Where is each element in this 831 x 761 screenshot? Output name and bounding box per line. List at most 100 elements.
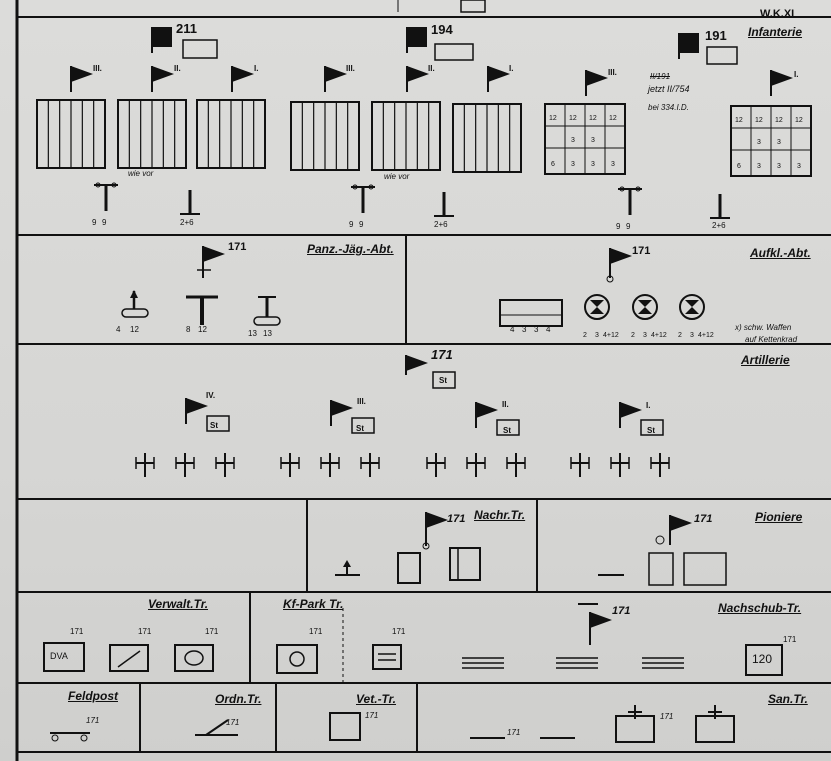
regiment-box xyxy=(183,40,217,58)
grid-digit: 3 xyxy=(777,139,781,146)
grid-digit: 12 xyxy=(775,117,783,124)
section-label-pioniere: Pioniere xyxy=(755,510,802,524)
battalion-label: I. xyxy=(254,64,258,73)
battalion-flag xyxy=(771,70,793,86)
wie-vor-label: wie vor xyxy=(128,169,153,178)
battalion-label: III. xyxy=(608,68,617,77)
motorcycle-icon-fill xyxy=(590,300,604,307)
aufkl-note-line1: x) schw. Waffen xyxy=(735,323,791,332)
division-number: 171 xyxy=(226,718,239,727)
moto-digit: 4+12 xyxy=(651,332,667,339)
moto-digit: 3 xyxy=(595,332,599,339)
kfpark-box xyxy=(373,645,401,669)
grid-digit: 12 xyxy=(755,117,763,124)
division-number: 171 xyxy=(431,347,453,362)
vehicle-digit: 3 xyxy=(522,325,527,334)
division-number: 171 xyxy=(86,716,99,725)
battalion-label: I. xyxy=(794,70,798,79)
verwalt-mark xyxy=(185,651,203,665)
artillery-battalion-label: I. xyxy=(646,401,650,410)
ordn-arm xyxy=(206,720,228,735)
regiment-flag-191 xyxy=(679,33,699,53)
division-number: 171 xyxy=(660,712,673,721)
wie-vor-label: wie vor xyxy=(384,172,409,181)
section-label-ordn: Ordn.Tr. xyxy=(215,692,261,706)
staff-label: St xyxy=(439,376,447,385)
grid-digit: 3 xyxy=(757,139,761,146)
motorcycle-icon-fill xyxy=(638,300,652,307)
nachr-flag xyxy=(426,512,448,528)
artillery-battalion-flag xyxy=(186,398,208,414)
panz-digit: 12 xyxy=(198,325,207,334)
division-number: 171 xyxy=(507,728,520,737)
gun-digit: 9 xyxy=(102,218,107,227)
battalion-flag xyxy=(407,66,429,82)
antitank-gun-chassis xyxy=(122,309,148,317)
grid-digit: 3 xyxy=(571,161,575,168)
aufkl-note-line2: auf Kettenkrad xyxy=(745,335,797,344)
battalion-label: III. xyxy=(93,64,102,73)
wheel-icon xyxy=(52,735,58,741)
division-number: 171 xyxy=(783,635,796,644)
panz-digit: 13 xyxy=(263,329,272,338)
vehicle-digit: 3 xyxy=(534,325,539,334)
moto-digit: 3 xyxy=(690,332,694,339)
pionier-box xyxy=(684,553,726,585)
regiment-flag-211 xyxy=(152,27,172,47)
motorcycle-icon-fill xyxy=(685,307,699,314)
grid-digit: 12 xyxy=(609,115,617,122)
nachschub-box-label: 120 xyxy=(752,652,772,666)
division-number: 171 xyxy=(138,627,151,636)
artillery-div-flag xyxy=(406,355,428,371)
note-division: bei 334.I.D. xyxy=(648,103,689,112)
battalion-label: II. xyxy=(428,64,435,73)
grid-digit: 3 xyxy=(757,163,761,170)
section-label-artillerie: Artillerie xyxy=(741,353,790,367)
grid-digit: 3 xyxy=(571,137,575,144)
panz-digit: 4 xyxy=(116,325,121,334)
division-number: 171 xyxy=(632,245,650,257)
grid-digit: 6 xyxy=(737,163,741,170)
artillery-battalion-flag xyxy=(620,402,642,418)
gun-digit: 9 xyxy=(92,218,97,227)
wk-label: W.K.XI xyxy=(760,8,794,20)
staff-label: St xyxy=(210,421,218,430)
artillery-battalion-flag xyxy=(331,400,353,416)
radio-arrow xyxy=(343,560,351,567)
grid-digit: 6 xyxy=(551,161,555,168)
section-label-nachschub: Nachschub-Tr. xyxy=(718,601,801,615)
grid-digit: 12 xyxy=(589,115,597,122)
battalion-label: I. xyxy=(509,64,513,73)
division-number: 171 xyxy=(228,241,246,253)
armored-car-box xyxy=(500,300,562,326)
section-label-panz: Panz.-Jäg.-Abt. xyxy=(307,242,394,256)
division-number: 171 xyxy=(612,605,630,617)
battalion-flag xyxy=(71,66,93,82)
gear-icon xyxy=(290,652,304,666)
section-label-nachr: Nachr.Tr. xyxy=(474,508,525,522)
gun-label: 2+6 xyxy=(712,221,726,230)
grid-digit: 3 xyxy=(777,163,781,170)
aufkl-flag xyxy=(610,248,632,264)
section-label-feldpost: Feldpost xyxy=(68,689,118,703)
pionier-box xyxy=(649,553,673,585)
artillery-battalion-label: II. xyxy=(502,400,509,409)
moto-digit: 4+12 xyxy=(698,332,714,339)
panz-flag xyxy=(203,246,225,262)
moto-digit: 2 xyxy=(583,332,587,339)
pionier-ring xyxy=(656,536,664,544)
gun-label: 2+6 xyxy=(180,218,194,227)
grid-digit: 3 xyxy=(591,137,595,144)
gun-digit: 9 xyxy=(359,220,364,229)
grid-digit: 3 xyxy=(797,163,801,170)
division-number: 171 xyxy=(309,627,322,636)
moto-digit: 3 xyxy=(643,332,647,339)
staff-label: St xyxy=(356,424,364,433)
verwalt-box xyxy=(110,645,148,671)
regiment-flag-194 xyxy=(407,27,427,47)
regiment-number-211: 211 xyxy=(176,21,197,36)
gun-digit: 9 xyxy=(616,222,621,231)
vet-box xyxy=(330,713,360,740)
grid-digit: 12 xyxy=(735,117,743,124)
grid-digit: 12 xyxy=(569,115,577,122)
